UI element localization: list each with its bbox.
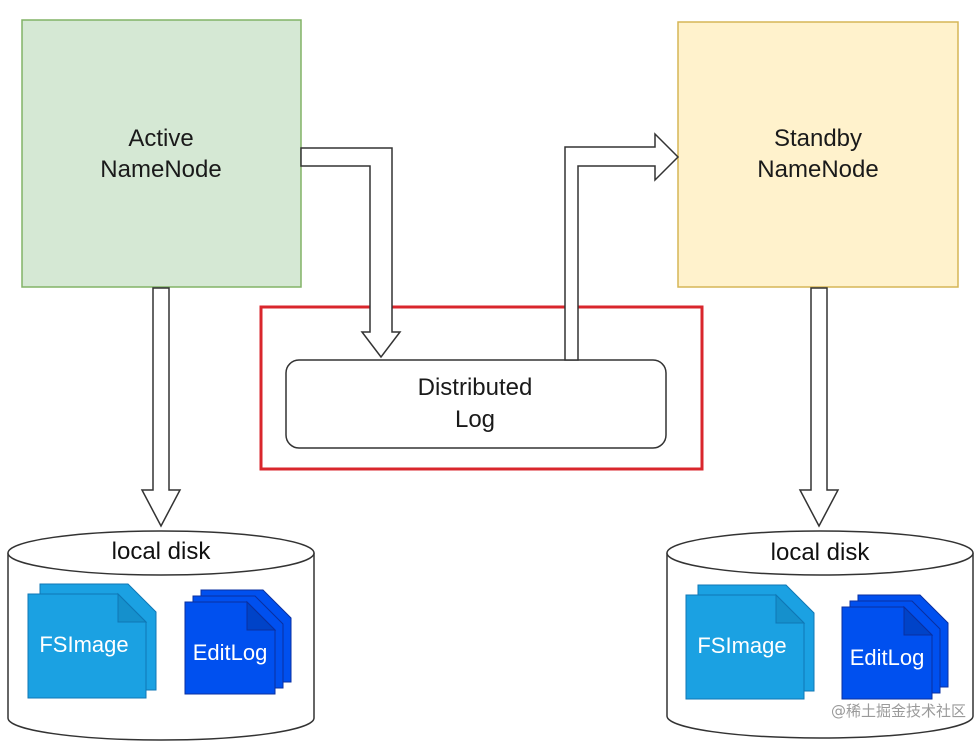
standby-namenode-line2: NameNode	[757, 156, 878, 183]
standby-namenode: Standby NameNode	[677, 21, 959, 288]
left-disk-label: local disk	[112, 538, 212, 565]
distributed-log-line2: Log	[455, 406, 495, 433]
distributed-log-line1: Distributed	[418, 374, 533, 401]
arrow-active-to-log	[300, 147, 402, 359]
right-disk-label: local disk	[771, 539, 871, 566]
distributed-log: Distributed Log	[285, 359, 667, 449]
left-fsimage-label: FSImage	[39, 632, 128, 657]
left-editlog-icon: EditLog	[184, 589, 292, 695]
right-fsimage-label: FSImage	[697, 633, 786, 658]
left-fsimage-icon: FSImage	[27, 583, 157, 699]
arrow-standby-to-right-disk	[798, 287, 840, 528]
right-editlog-icon: EditLog	[841, 594, 949, 700]
right-fsimage-icon: FSImage	[685, 584, 815, 700]
watermark-text: @稀土掘金技术社区	[831, 702, 966, 720]
active-namenode: Active NameNode	[21, 19, 302, 288]
standby-namenode-line1: Standby	[774, 125, 862, 152]
right-editlog-label: EditLog	[850, 645, 925, 670]
arrow-active-to-left-disk	[140, 287, 182, 528]
active-namenode-line1: Active	[128, 125, 193, 152]
arrow-log-to-standby	[564, 132, 680, 361]
left-editlog-label: EditLog	[193, 640, 268, 665]
left-local-disk: local disk FSImage EditLog	[7, 530, 315, 741]
right-local-disk: local disk FSImage EditLog	[666, 530, 974, 739]
distributed-log-highlight	[259, 305, 704, 471]
active-namenode-line2: NameNode	[100, 156, 221, 183]
